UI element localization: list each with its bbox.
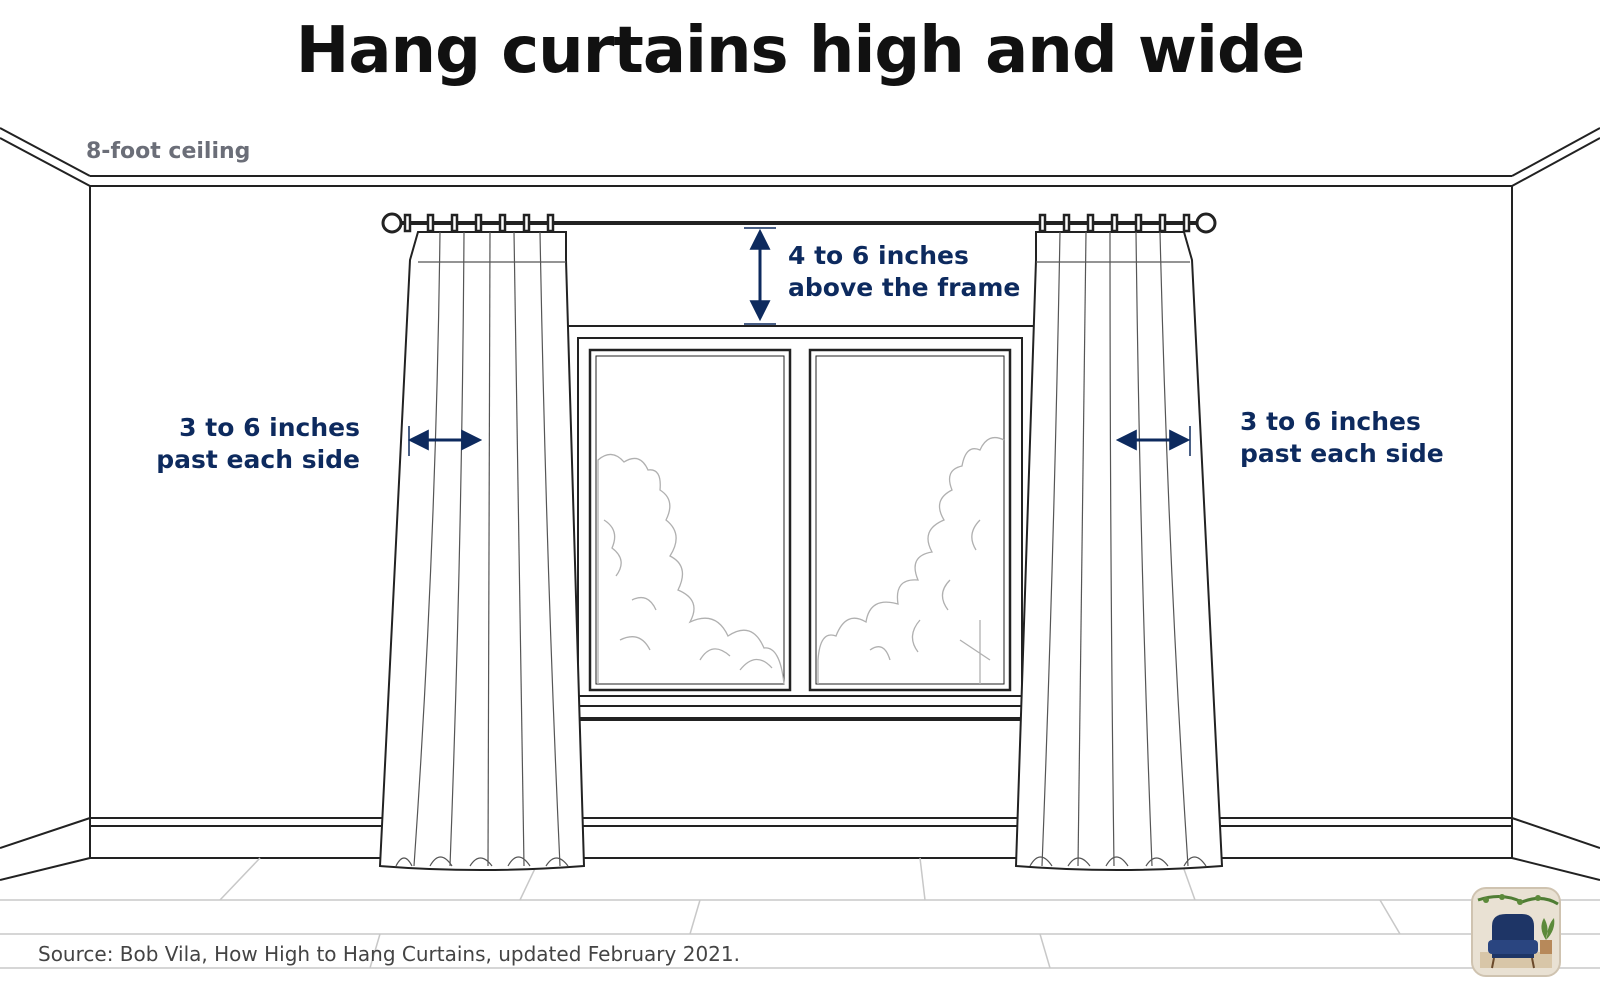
ceiling-label: 8-foot ceiling [86, 139, 251, 164]
measure-right-side-arrow [1115, 426, 1191, 456]
annotation-right-side-line2: past each side [1240, 439, 1444, 468]
annotation-above-frame-line1: 4 to 6 inches [788, 241, 969, 270]
source-citation: Source: Bob Vila, How High to Hang Curta… [38, 942, 740, 966]
room-walls [0, 127, 1600, 881]
annotation-above-frame: 4 to 6 inches above the frame [788, 240, 1020, 304]
armchair-plant-thumbnail-icon[interactable] [1471, 887, 1561, 977]
annotation-left-side-line2: past each side [156, 445, 360, 474]
right-curtain [1014, 231, 1224, 871]
window [565, 325, 1035, 721]
measure-left-side-arrow [407, 426, 483, 456]
annotation-left-side: 3 to 6 inches past each side [120, 412, 360, 476]
annotation-left-side-line1: 3 to 6 inches [179, 413, 360, 442]
page-title: Hang curtains high and wide [295, 14, 1305, 88]
floor-boards [0, 857, 1600, 969]
annotation-right-side: 3 to 6 inches past each side [1240, 406, 1444, 470]
measure-above-frame-arrow [744, 227, 776, 325]
left-curtain [378, 231, 586, 871]
trees-outside [597, 436, 1005, 685]
curtain-rod [381, 212, 1217, 234]
annotation-above-frame-line2: above the frame [788, 273, 1021, 302]
annotation-right-side-line1: 3 to 6 inches [1240, 407, 1421, 436]
